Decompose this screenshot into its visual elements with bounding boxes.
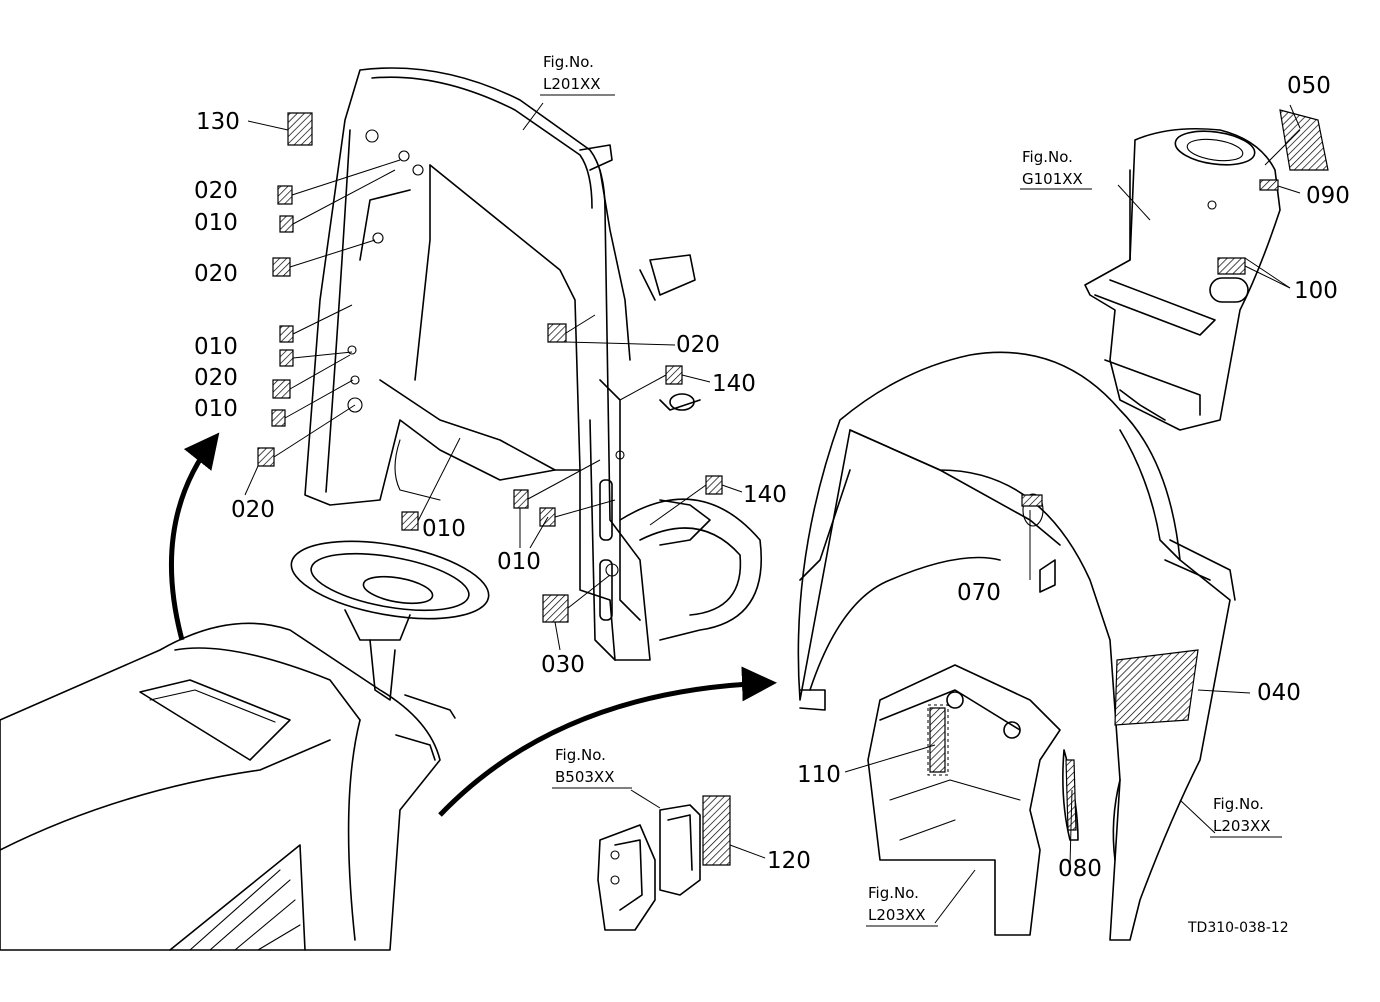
callout-120: 120 bbox=[767, 848, 811, 874]
fig-ref-l201: Fig.No. L201XX bbox=[540, 53, 615, 96]
fig-ref-g101-line1: Fig.No. bbox=[1022, 148, 1073, 166]
rops-panel bbox=[304, 67, 762, 661]
fig-ref-l203-right: Fig.No. L203XX bbox=[1210, 795, 1282, 838]
fig-ref-l203-bottom-line2: L203XX bbox=[868, 906, 926, 924]
callout-140-b: 140 bbox=[743, 482, 787, 508]
fig-ref-l203-right-line1: Fig.No. bbox=[1213, 795, 1264, 813]
callout-010-b: 010 bbox=[194, 334, 238, 360]
callout-020-e: 020 bbox=[676, 332, 720, 358]
figure-code: TD310-038-12 bbox=[1187, 920, 1289, 936]
callout-010-d: 010 bbox=[422, 516, 466, 542]
callout-labels: 130 020 010 020 010 020 010 020 010 010 … bbox=[194, 73, 1350, 882]
callout-080: 080 bbox=[1058, 856, 1102, 882]
callout-110: 110 bbox=[797, 762, 841, 788]
fig-ref-l203-bottom-line1: Fig.No. bbox=[868, 884, 919, 902]
callout-070: 070 bbox=[957, 580, 1001, 606]
fig-ref-l203-bottom: Fig.No. L203XX bbox=[866, 884, 938, 927]
callout-010-a: 010 bbox=[194, 210, 238, 236]
bracket-part bbox=[597, 804, 701, 931]
callout-130: 130 bbox=[196, 109, 240, 135]
callout-040: 040 bbox=[1257, 680, 1301, 706]
fig-ref-b503-line2: B503XX bbox=[555, 768, 614, 786]
fig-ref-g101: Fig.No. G101XX bbox=[1020, 148, 1092, 190]
callout-020-a: 020 bbox=[194, 178, 238, 204]
arrow-bottom bbox=[438, 666, 777, 817]
inner-panel bbox=[867, 664, 1079, 936]
callout-010-c: 010 bbox=[194, 396, 238, 422]
instrument-cover bbox=[1084, 127, 1281, 431]
fig-ref-l201-line2: L201XX bbox=[543, 75, 601, 93]
callout-020-b: 020 bbox=[194, 261, 238, 287]
callout-020-c: 020 bbox=[194, 365, 238, 391]
tractor-hood bbox=[0, 622, 441, 951]
callout-090: 090 bbox=[1306, 183, 1350, 209]
steering-wheel bbox=[290, 540, 490, 719]
fig-ref-b503: Fig.No. B503XX bbox=[552, 746, 632, 789]
decal-markers bbox=[257, 109, 1329, 866]
callout-050: 050 bbox=[1287, 73, 1331, 99]
fig-ref-b503-line1: Fig.No. bbox=[555, 746, 606, 764]
fig-ref-l201-line1: Fig.No. bbox=[543, 53, 594, 71]
callout-020-d: 020 bbox=[231, 497, 275, 523]
callout-140-a: 140 bbox=[712, 371, 756, 397]
callout-030: 030 bbox=[541, 652, 585, 678]
fig-ref-g101-line2: G101XX bbox=[1022, 170, 1083, 188]
callout-100: 100 bbox=[1294, 278, 1338, 304]
fig-ref-l203-right-line2: L203XX bbox=[1213, 817, 1271, 835]
arrow-left bbox=[168, 432, 220, 641]
leader-lines bbox=[244, 102, 1301, 924]
callout-010-e: 010 bbox=[497, 549, 541, 575]
fender-cover bbox=[797, 351, 1236, 941]
